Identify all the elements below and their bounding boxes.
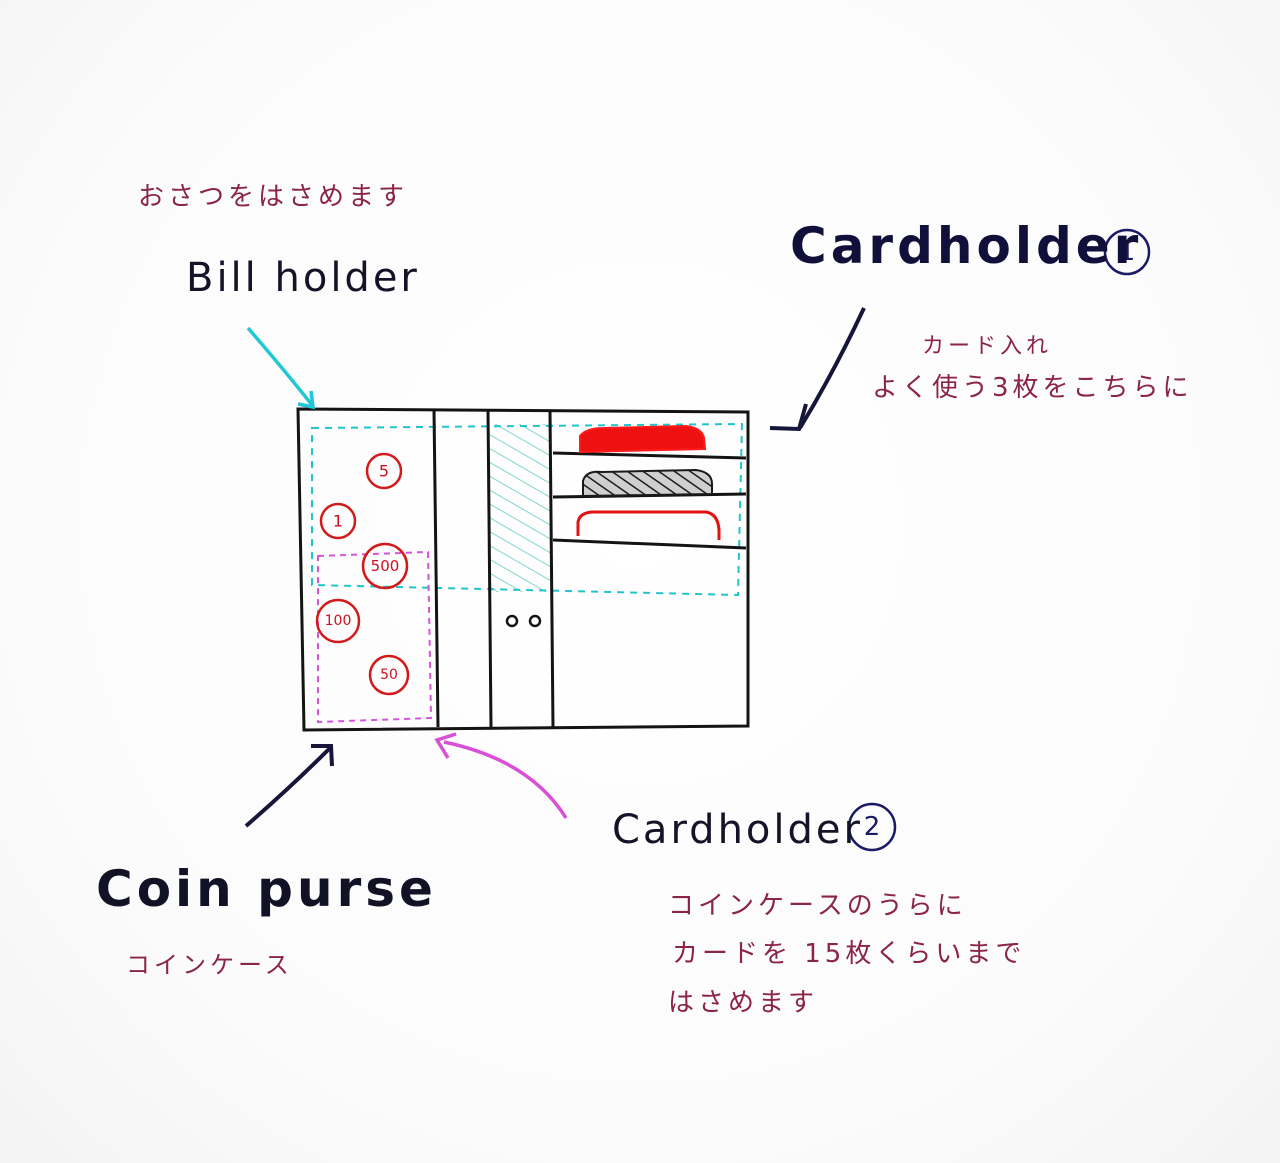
- wallet-divider-1: [432, 409, 440, 728]
- bill-holder-title: Bill holder: [186, 255, 420, 301]
- card-slot-line-3: [552, 538, 747, 550]
- cardholder-2-note-line-2: カードを 15枚くらいまで: [672, 939, 1026, 969]
- bill-holder-note: おさつをはさめます: [138, 182, 409, 212]
- svg-text:5: 5: [379, 462, 389, 481]
- coin-purse-title: Coin purse: [96, 860, 437, 918]
- arrow-cardholder-2: [434, 732, 568, 819]
- circled-number-2: 2: [847, 802, 897, 852]
- svg-text:1: 1: [1119, 237, 1136, 267]
- bill-area-dashed-outline: [311, 422, 744, 597]
- wallet-divider-2: [486, 409, 493, 728]
- coin-500: 500: [361, 542, 409, 590]
- svg-text:50: 50: [380, 667, 398, 683]
- card-red-outline: [576, 510, 721, 540]
- coin-purse-note: コインケース: [126, 951, 293, 979]
- arrow-cardholder-1: [769, 307, 866, 432]
- snap-button-right: [528, 614, 542, 628]
- coin-100: 100: [315, 598, 361, 644]
- card-slot-line-1: [552, 451, 747, 460]
- snap-button-left: [505, 614, 519, 628]
- wallet-outline: [296, 407, 750, 732]
- circled-number-1: 1: [1103, 228, 1151, 276]
- svg-text:2: 2: [864, 812, 881, 842]
- arrow-coin-purse: [244, 744, 334, 828]
- coin-1: 1: [319, 502, 357, 540]
- cardholder-2-hatched-panel: [490, 424, 550, 592]
- coin-pocket-dashed-outline: [317, 550, 433, 724]
- svg-text:500: 500: [371, 557, 400, 575]
- cardholder-1-note-line-1: カード入れ: [922, 334, 1053, 359]
- cardholder-2-title: Cardholder: [612, 807, 863, 853]
- cardholder-1-note-line-2: よく使う3枚をこちらに: [872, 373, 1193, 403]
- card-red-filled: [579, 424, 707, 454]
- svg-text:100: 100: [325, 613, 352, 629]
- svg-text:1: 1: [333, 512, 343, 531]
- cardholder-2-note-line-1: コインケースのうらに: [668, 891, 967, 921]
- cardholder-2-note-line-3: はさめます: [668, 988, 819, 1018]
- card-gray-striped: [582, 468, 713, 498]
- coin-5: 5: [365, 452, 403, 490]
- arrow-bill-holder: [246, 326, 316, 410]
- wallet-divider-3: [548, 410, 555, 728]
- coin-50: 50: [368, 654, 410, 696]
- cardholder-1-title: Cardholder: [790, 217, 1143, 275]
